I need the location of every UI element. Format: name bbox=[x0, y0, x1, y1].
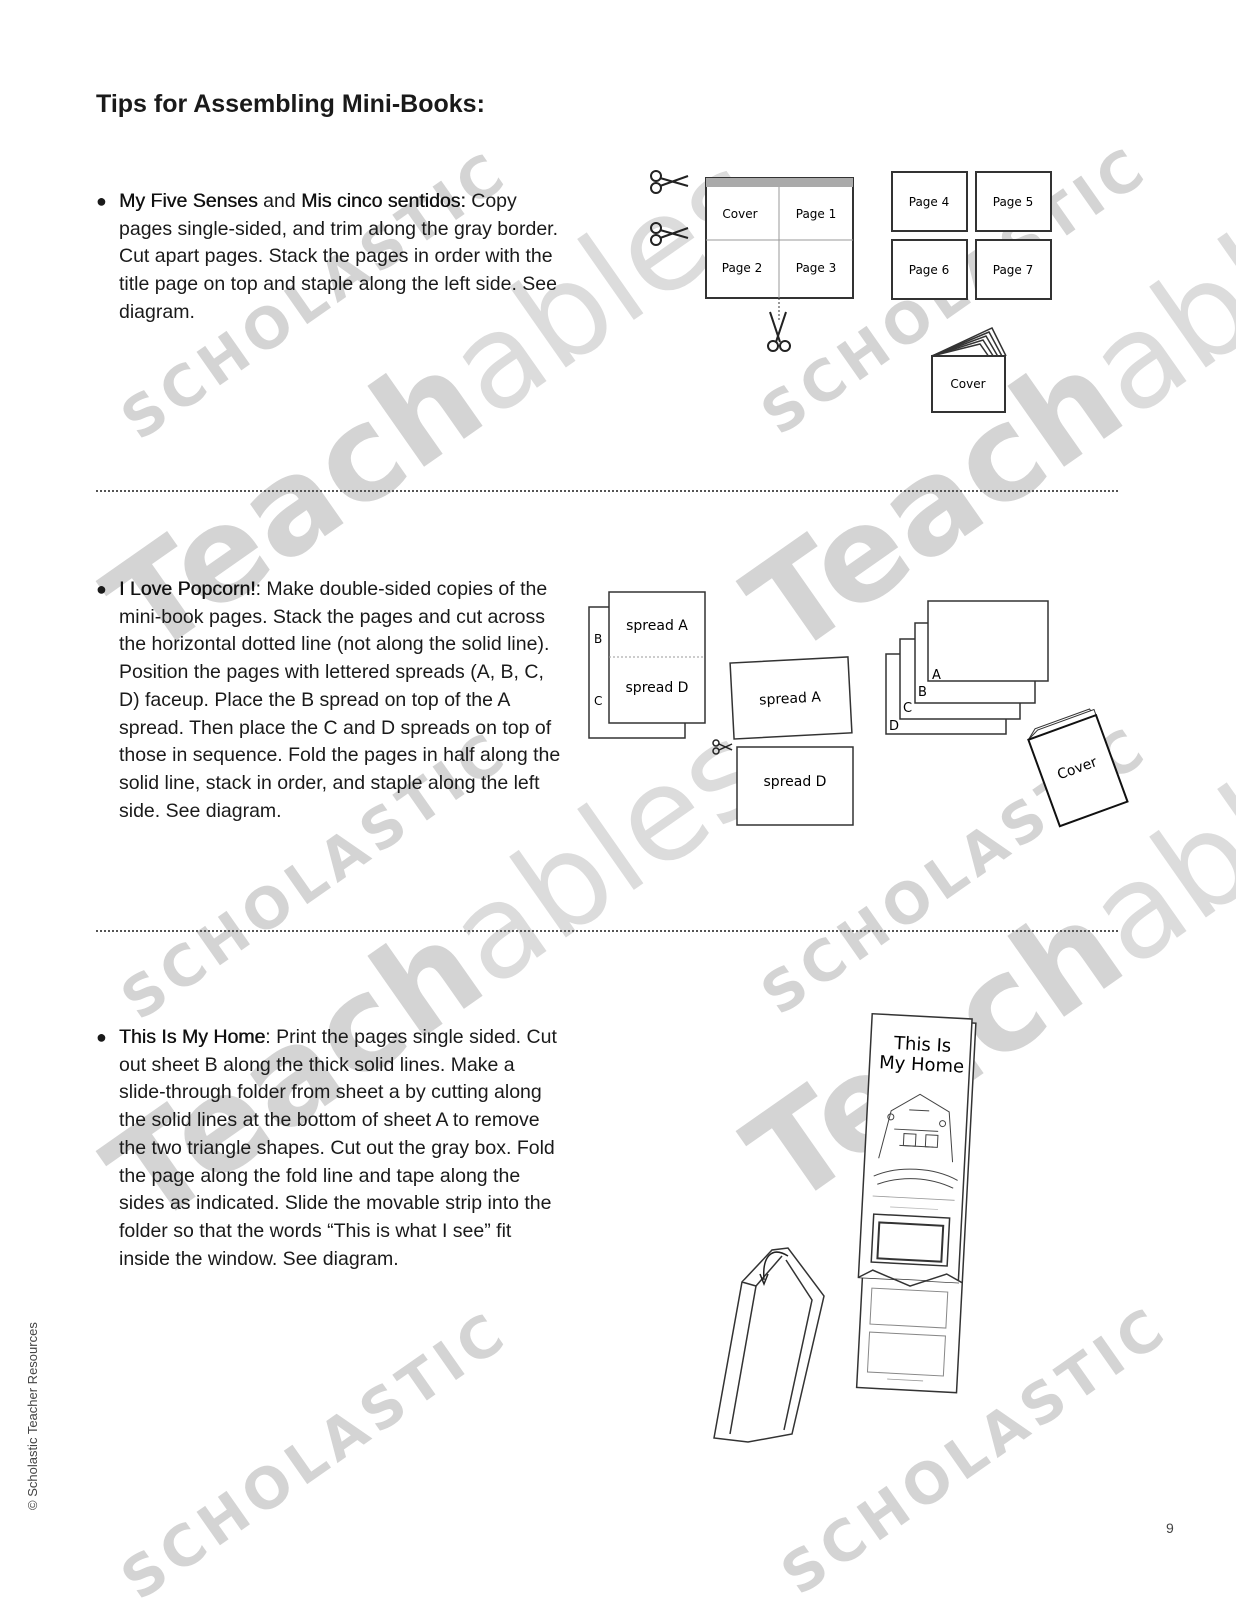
book-label: Cover bbox=[950, 377, 985, 391]
house-illustration bbox=[873, 1093, 958, 1189]
gray-border bbox=[706, 178, 853, 187]
copyright-credit: © Scholastic Teacher Resources bbox=[25, 1322, 40, 1510]
sheet-label: Cover bbox=[722, 207, 757, 221]
sheet-label: Page 2 bbox=[722, 261, 763, 275]
scissors-icon bbox=[712, 739, 733, 755]
bullet: ● bbox=[96, 1027, 107, 1047]
strip-title: This Is bbox=[893, 1033, 952, 1057]
stack-letter: A bbox=[932, 668, 941, 683]
tip-book-title: Mis cinco sentidos: bbox=[301, 190, 466, 212]
popcorn-book: Cover bbox=[1027, 708, 1129, 828]
scissors-icon bbox=[650, 170, 689, 194]
fold-arrow-icon bbox=[763, 1251, 789, 1281]
page-label: Page 5 bbox=[993, 195, 1034, 209]
tip-body: My Five Senses and Mis cinco sentidos: C… bbox=[119, 188, 566, 327]
page-card bbox=[975, 239, 1052, 300]
page-label: Page 6 bbox=[909, 263, 950, 277]
back-letter: C bbox=[594, 694, 602, 708]
tip-i-love-popcorn: ● I Love Popcorn!: Make double-sided cop… bbox=[96, 576, 566, 825]
tip-body: I Love Popcorn!: Make double-sided copie… bbox=[119, 576, 566, 825]
spread-label: spread A bbox=[626, 618, 688, 634]
cut-piece bbox=[736, 746, 854, 826]
sheet-label: Page 1 bbox=[796, 207, 837, 221]
stapled-book bbox=[931, 327, 1007, 413]
movable-strip: This Is My Home bbox=[855, 1012, 977, 1394]
cut-piece: spread A bbox=[729, 656, 853, 740]
cut-piece-label: spread D bbox=[764, 774, 827, 790]
watermark-ables: ables bbox=[1061, 122, 1236, 446]
diagram-this-is-my-home: This Is My Home bbox=[713, 1012, 977, 1443]
page-card bbox=[975, 171, 1052, 232]
tip-text: : Make double-sided copies of the mini-b… bbox=[119, 578, 561, 822]
tip-this-is-my-home: ● This Is My Home: Print the pages singl… bbox=[96, 1024, 566, 1273]
page-title: Tips for Assembling Mini-Books: bbox=[96, 90, 485, 118]
stack-letter: C bbox=[903, 701, 912, 716]
watermark-scholastic: SCHOLASTIC bbox=[110, 1298, 521, 1613]
tip-my-five-senses: ● My Five Senses and Mis cinco sentidos:… bbox=[96, 188, 566, 327]
strip-title: My Home bbox=[879, 1052, 965, 1077]
bullet: ● bbox=[96, 191, 107, 211]
section-divider bbox=[96, 930, 1118, 932]
tip-book-title: My Five Senses bbox=[119, 190, 258, 212]
page-number: 9 bbox=[1166, 1520, 1174, 1536]
section-divider bbox=[96, 490, 1118, 492]
diagram-popcorn: B C spread A spread D spread A spread D … bbox=[588, 591, 1129, 828]
slide-folder bbox=[713, 1247, 825, 1443]
diagram-five-senses: Cover Page 1 Page 2 Page 3 Page 4 Page 5… bbox=[650, 170, 1052, 413]
tip-body: This Is My Home: Print the pages single … bbox=[119, 1024, 566, 1273]
back-letter: B bbox=[594, 632, 602, 646]
stack-letter: B bbox=[918, 685, 927, 700]
page-label: Page 4 bbox=[909, 195, 950, 209]
tip-text: : Print the pages single sided. Cut out … bbox=[119, 1026, 557, 1270]
page-card bbox=[891, 239, 968, 300]
sheet-label: Page 3 bbox=[796, 261, 837, 275]
cut-piece-label: spread A bbox=[759, 689, 822, 708]
stack-letter: D bbox=[889, 719, 899, 734]
tip-book-title: This Is My Home bbox=[119, 1026, 266, 1048]
spread-label: spread D bbox=[626, 680, 689, 696]
scissors-icon bbox=[650, 222, 689, 246]
scissors-icon bbox=[767, 311, 791, 352]
tip-connector: and bbox=[257, 190, 302, 212]
bullet: ● bbox=[96, 579, 107, 599]
tip-book-title: I Love Popcorn! bbox=[119, 578, 256, 600]
stack-sheet bbox=[927, 600, 1049, 682]
page-label: Page 7 bbox=[993, 263, 1034, 277]
tip-text: Copy pages single-sided, and trim along … bbox=[119, 190, 559, 323]
page-card bbox=[891, 171, 968, 232]
